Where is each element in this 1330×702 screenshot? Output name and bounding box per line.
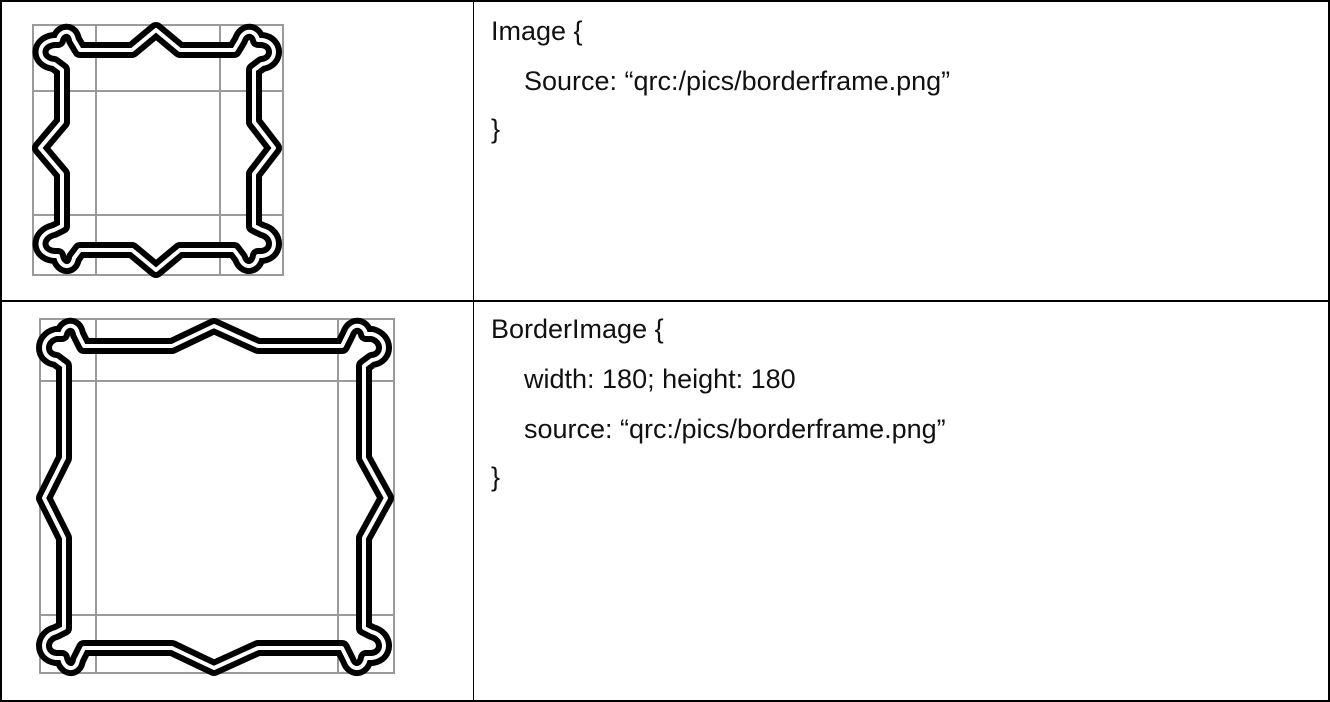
code-line: Source: “qrc:/pics/borderframe.png” [524,66,951,96]
image-cell-1 [2,2,473,300]
column-divider [473,0,474,702]
code-line: width: 180; height: 180 [524,364,796,394]
code-line: } [491,114,501,144]
borderframe-original-illustration [32,22,284,278]
code-cell-2: BorderImage { width: 180; height: 180 so… [474,302,1328,700]
code-line: BorderImage { [491,314,664,344]
row-divider [0,300,1330,302]
code-line: } [491,462,501,492]
borderframe-stretched-illustration [36,317,395,676]
code-cell-1: Image { Source: “qrc:/pics/borderframe.p… [474,2,1328,300]
code-line: source: “qrc:/pics/borderframe.png” [524,414,946,444]
code-line: Image { [491,16,583,46]
image-cell-2 [2,302,473,700]
